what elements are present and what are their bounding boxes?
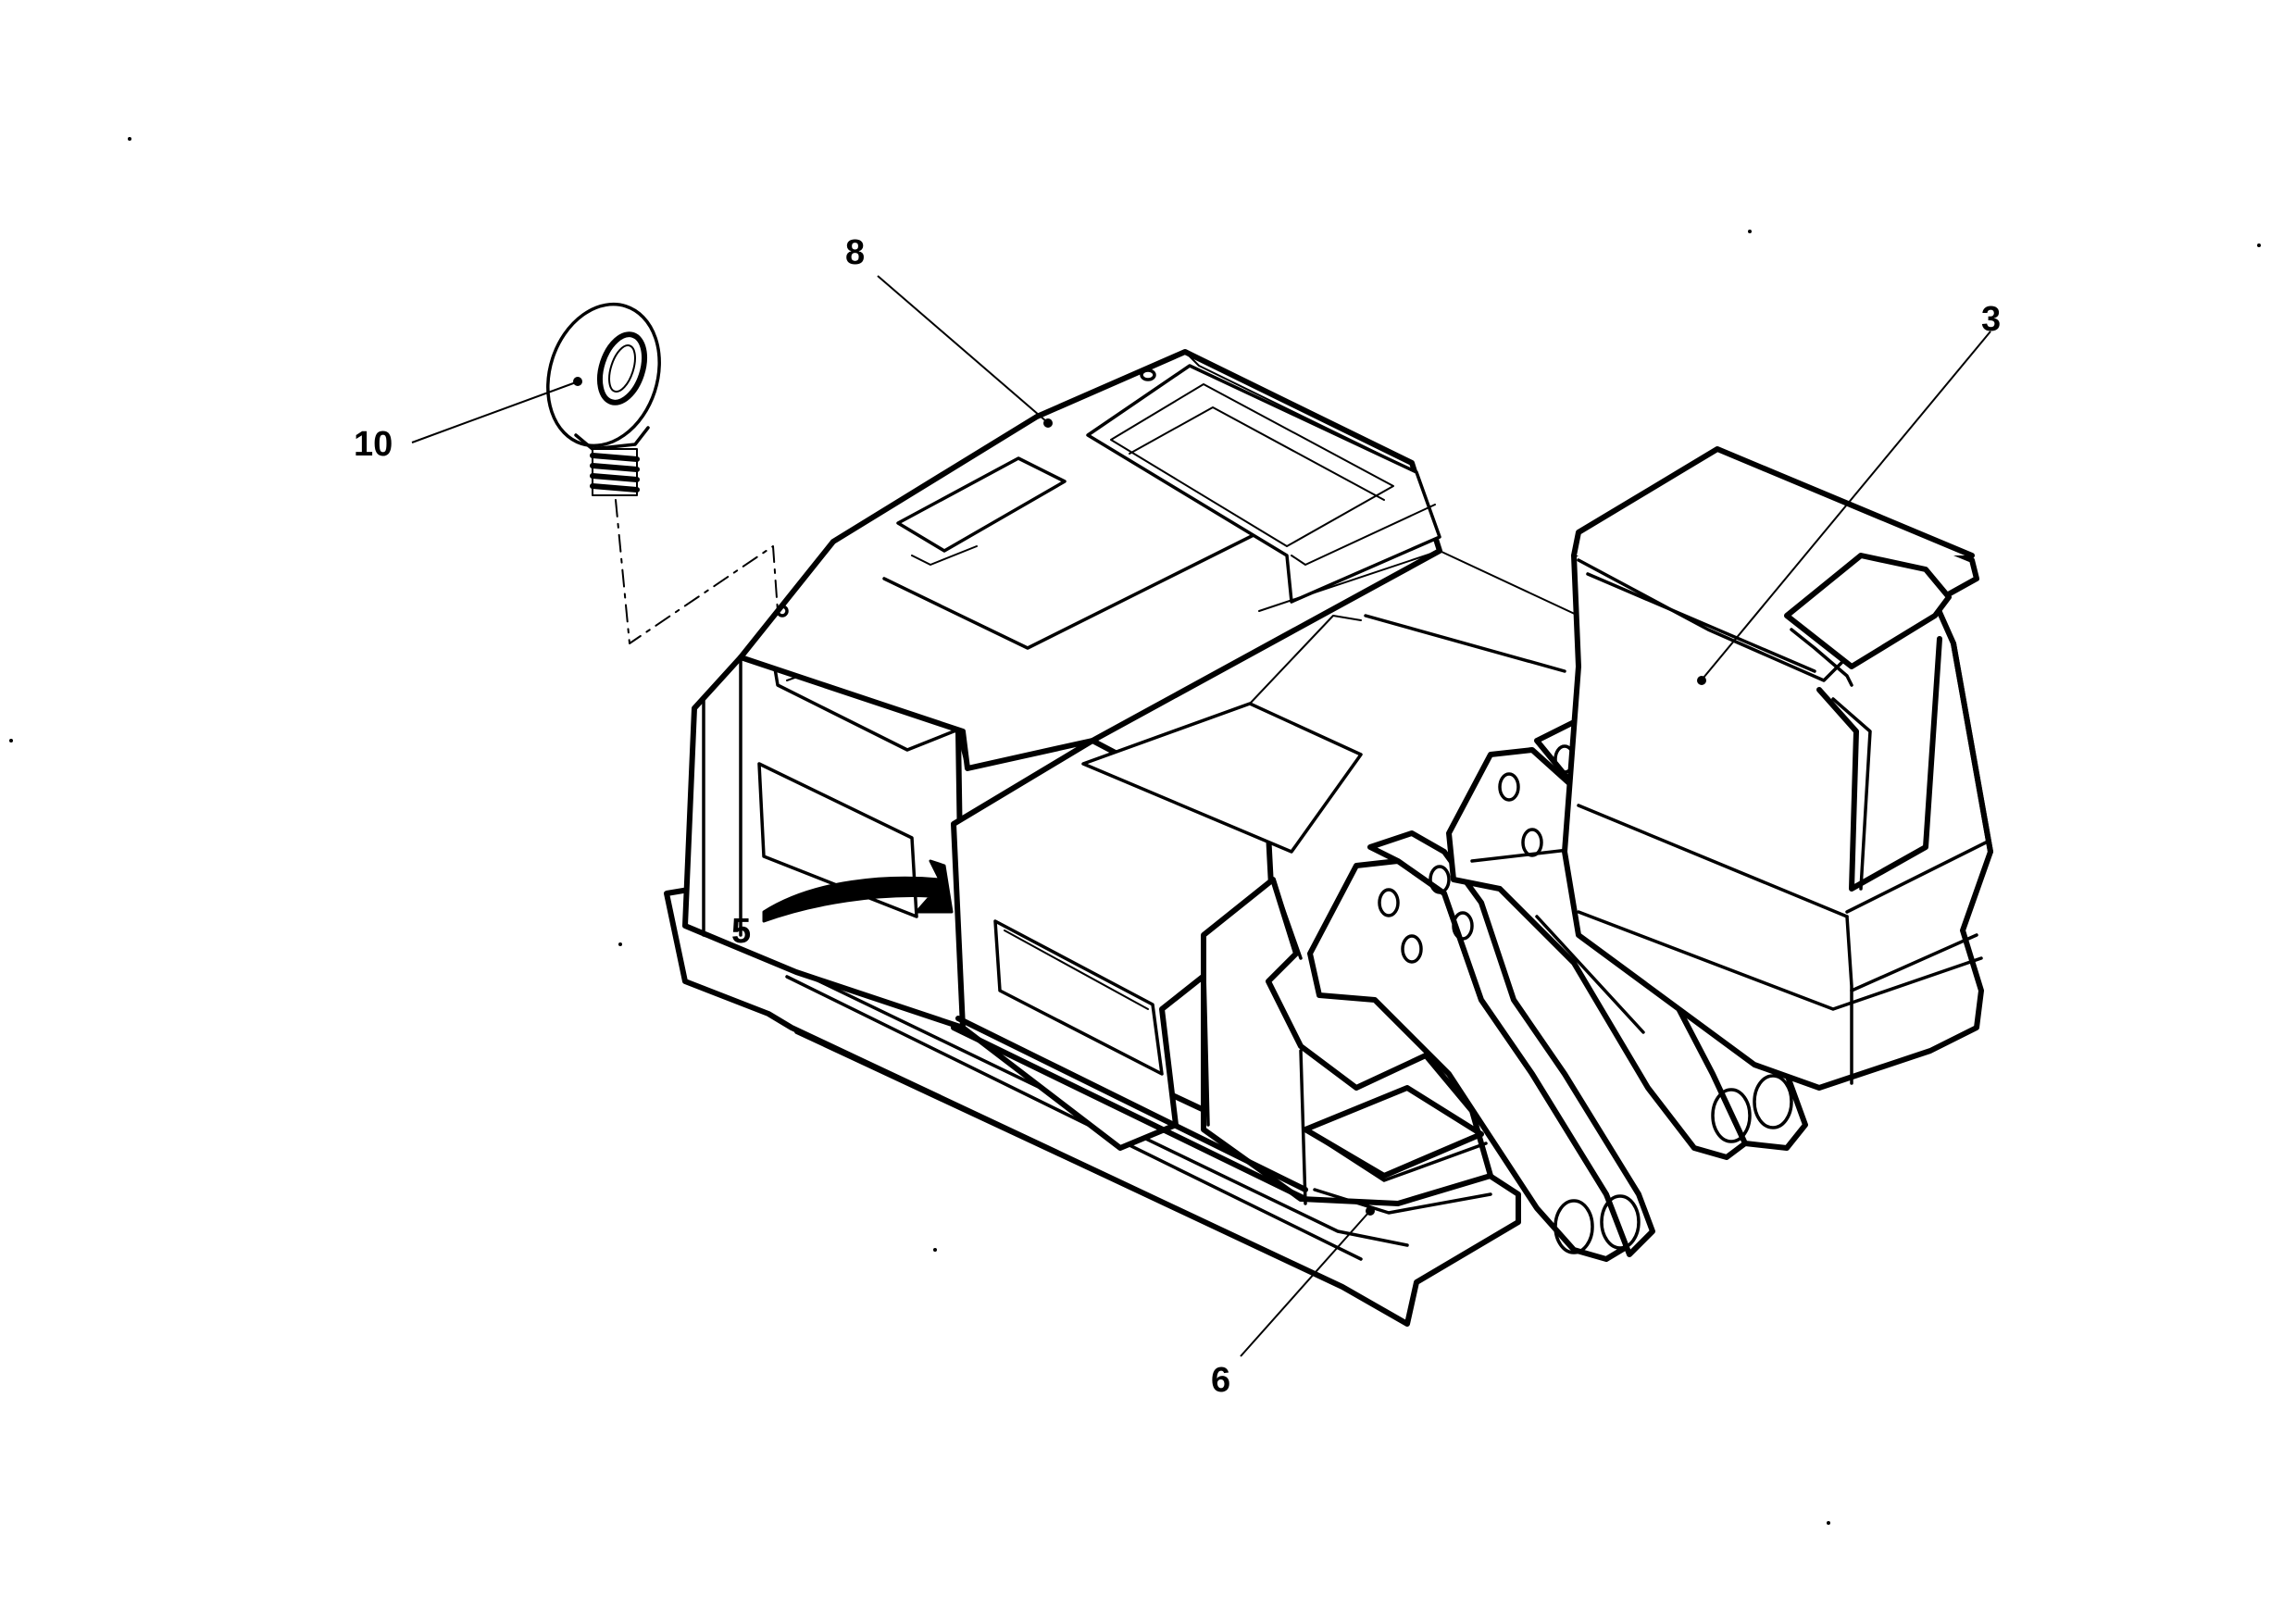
operator-cab	[1562, 446, 1993, 1091]
install-path-line	[615, 499, 779, 644]
callout-5: 5	[731, 912, 751, 951]
eye-bolt	[546, 302, 661, 496]
callout-8: 8	[845, 233, 865, 272]
callout-leaders	[411, 275, 1991, 1357]
callout-labels: 10 8 3 5 6	[354, 233, 2001, 1400]
scan-specks	[9, 137, 2261, 1525]
callout-6: 6	[1211, 1361, 1230, 1400]
callout-3: 3	[1981, 300, 2001, 339]
callout-10: 10	[354, 425, 393, 464]
machine-body	[664, 349, 1584, 1327]
eye-bolt-thread	[590, 448, 640, 496]
direction-arrow	[762, 859, 954, 923]
